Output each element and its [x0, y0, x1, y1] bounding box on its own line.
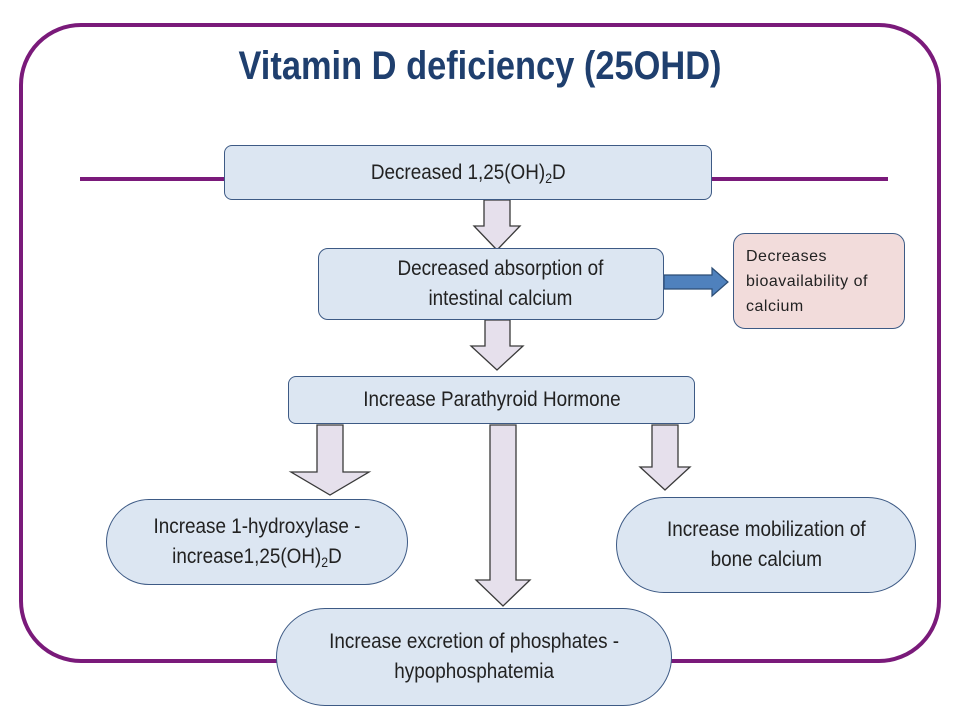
- arrow-to-hydroxylase: [288, 424, 372, 496]
- node-decreased-absorption: Decreased absorption of intestinal calci…: [318, 248, 664, 320]
- node-hydroxylase: Increase 1-hydroxylase - increase1,25(OH…: [106, 499, 408, 585]
- node-bone-calcium-text: Increase mobilization of bone calcium: [666, 518, 866, 571]
- node-increase-pth-text: Increase Parathyroid Hormone: [362, 388, 621, 411]
- node-bone-calcium: Increase mobilization of bone calcium: [616, 497, 916, 593]
- arrow-to-bioavailability: [663, 266, 729, 298]
- arrow-to-phosphates: [474, 424, 532, 607]
- arrow-to-bone-calcium: [638, 424, 692, 491]
- node-decreased-absorption-text: Decreased absorption of intestinal calci…: [397, 257, 603, 310]
- node-decreased-calcitriol: Decreased 1,25(OH)2D: [224, 145, 712, 200]
- slide-title: Vitamin D deficiency (25OHD): [238, 44, 722, 88]
- node-bioavailability: Decreases bioavailability of calcium: [733, 233, 905, 329]
- node-phosphates: Increase excretion of phosphates - hypop…: [276, 608, 672, 706]
- node-bioavailability-text: Decreases bioavailability of calcium: [746, 247, 868, 315]
- node-increase-pth: Increase Parathyroid Hormone: [288, 376, 695, 424]
- node-hydroxylase-text: Increase 1-hydroxylase - increase1,25(OH…: [153, 515, 361, 570]
- arrow-down-2: [469, 319, 525, 371]
- node-phosphates-text: Increase excretion of phosphates - hypop…: [329, 630, 619, 683]
- arrow-down-1: [472, 199, 522, 251]
- divider-left: [80, 177, 230, 181]
- node-decreased-calcitriol-text: Decreased 1,25(OH)2D: [370, 160, 566, 186]
- divider-right: [708, 177, 888, 181]
